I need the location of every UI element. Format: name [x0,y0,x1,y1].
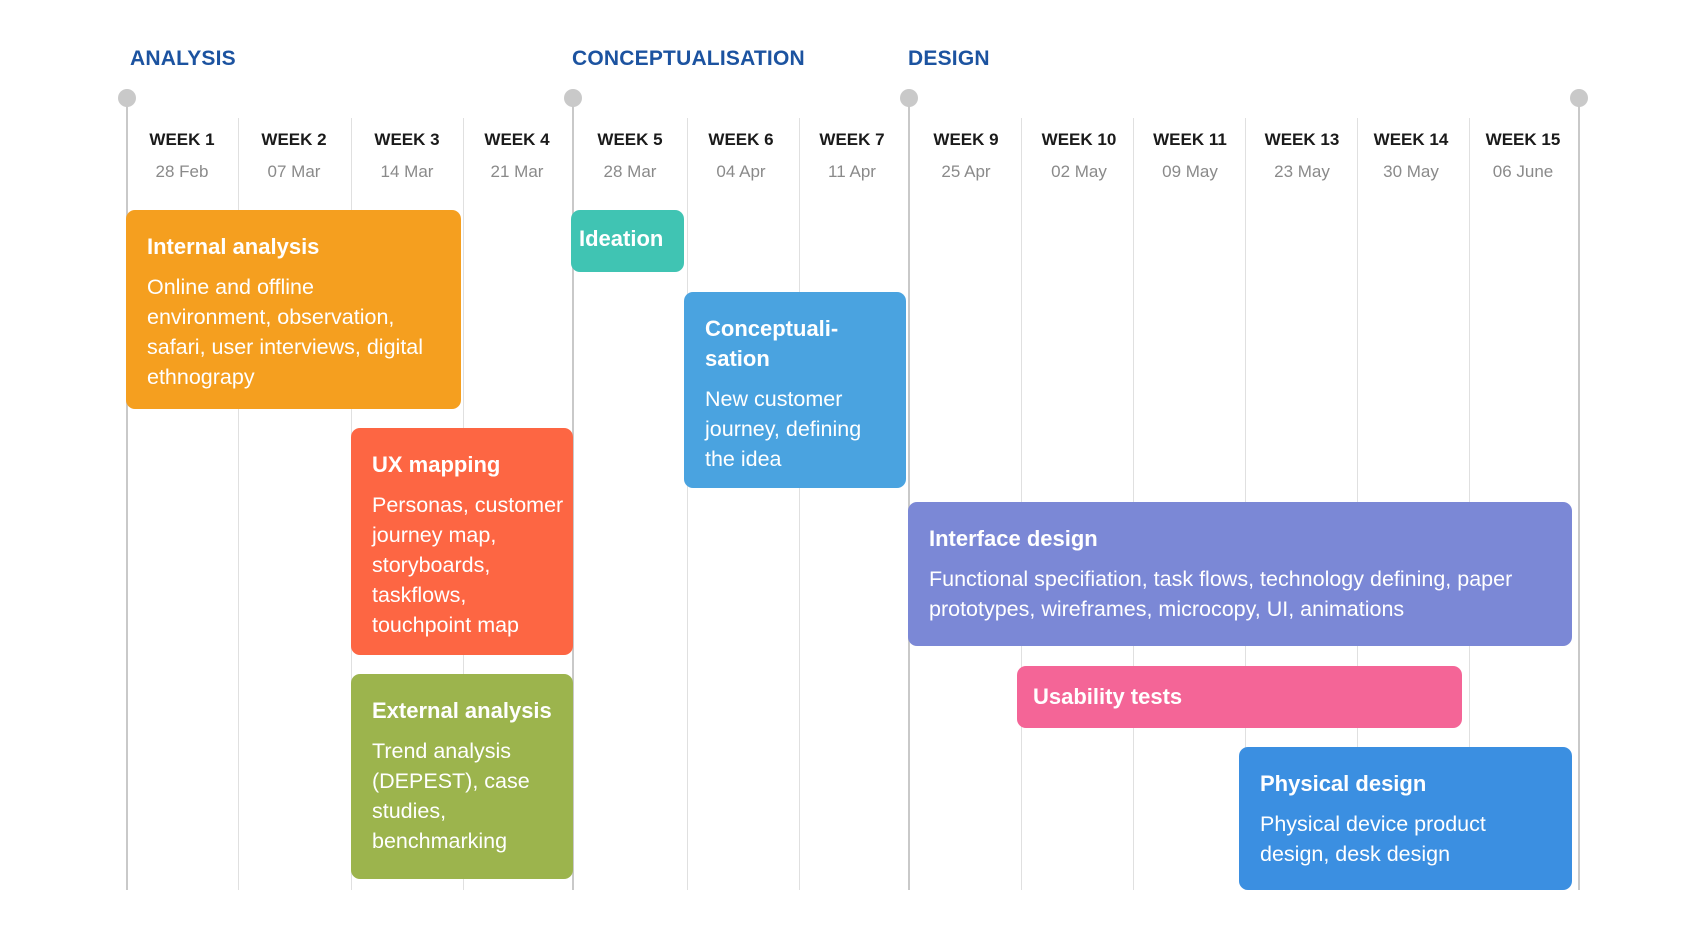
task-interface-design: Interface design Functional specifiation… [908,502,1572,646]
week-label: WEEK 14 [1373,130,1449,149]
week-header: WEEK 13 23 May [1247,128,1357,184]
task-description: Online and offline environment, observat… [147,275,424,389]
task-physical-design: Physical design Physical device product … [1239,747,1572,890]
week-label: WEEK 10 [1041,130,1117,149]
phase-marker-dot [564,89,582,107]
week-label: WEEK 3 [374,130,440,149]
week-separator [687,118,688,890]
week-label: WEEK 1 [149,130,215,149]
week-label: WEEK 2 [261,130,327,149]
week-label: WEEK 4 [484,130,550,149]
phase-label-analysis: ANALYSIS [130,47,236,70]
task-title: Internal analysis [147,234,320,259]
week-separator [238,118,239,890]
week-header: WEEK 7 11 Apr [797,128,907,184]
task-title: Ideation [579,226,664,251]
week-header: WEEK 3 14 Mar [352,128,462,184]
week-date: 30 May [1383,162,1439,181]
task-description: Functional specifiation, task flows, tec… [929,567,1513,621]
week-header: WEEK 1 28 Feb [127,128,237,184]
week-separator [799,118,800,890]
phase-marker-dot [118,89,136,107]
week-header: WEEK 4 21 Mar [462,128,572,184]
week-date: 02 May [1051,162,1107,181]
week-date: 09 May [1162,162,1218,181]
week-header: WEEK 9 25 Apr [911,128,1021,184]
task-description: Trend analysis (DEPEST), case studies, b… [372,739,530,853]
week-date: 06 June [1492,162,1554,181]
week-label: WEEK 6 [708,130,774,149]
week-date: 04 Apr [716,162,766,181]
week-label: WEEK 5 [597,130,663,149]
week-header: WEEK 6 04 Apr [686,128,796,184]
week-label: WEEK 7 [819,130,885,149]
task-title: Interface design [929,526,1098,551]
week-header: WEEK 11 09 May [1135,128,1245,184]
week-label: WEEK 13 [1264,130,1340,149]
timeline-end-dot [1570,89,1588,107]
week-header: WEEK 14 30 May [1356,128,1466,184]
task-title: Conceptuali-sation [705,316,839,371]
week-label: WEEK 9 [933,130,999,149]
task-ideation: Ideation [571,210,684,272]
task-title: Physical design [1260,771,1427,796]
timeline-end-line [1578,97,1580,890]
task-ux-mapping: UX mapping Personas, customer journey ma… [351,428,573,655]
week-date: 28 Mar [603,162,657,181]
phase-label-conceptualisation: CONCEPTUALISATION [572,47,805,70]
phase-boundary-line [572,97,574,890]
week-date: 14 Mar [380,162,434,181]
week-header: WEEK 10 02 May [1024,128,1134,184]
week-header: WEEK 15 06 June [1468,128,1578,184]
week-date: 07 Mar [267,162,321,181]
phase-boundary-line [126,97,128,890]
phase-label-design: DESIGN [908,47,990,70]
week-date: 25 Apr [941,162,991,181]
task-external-analysis: External analysis Trend analysis (DEPEST… [351,674,573,879]
task-description: New customer journey, defining the idea [705,387,862,471]
task-conceptualisation: Conceptuali-sation New customer journey,… [684,292,906,488]
phase-boundary-line [908,97,910,890]
week-date: 23 May [1274,162,1330,181]
task-title: External analysis [372,698,552,723]
week-date: 11 Apr [828,162,876,181]
phase-marker-dot [900,89,918,107]
task-internal-analysis: Internal analysis Online and offline env… [126,210,461,409]
week-label: WEEK 15 [1485,130,1561,149]
week-date: 21 Mar [490,162,544,181]
task-description: Personas, customer journey map, storyboa… [372,493,564,637]
week-header: WEEK 2 07 Mar [239,128,349,184]
week-date: 28 Feb [155,162,209,181]
task-usability-tests: Usability tests [1017,666,1462,728]
task-title: Usability tests [1033,684,1183,709]
task-title: UX mapping [372,452,501,477]
week-header: WEEK 5 28 Mar [575,128,685,184]
task-description: Physical device product design, desk des… [1260,812,1486,866]
week-label: WEEK 11 [1153,130,1227,149]
